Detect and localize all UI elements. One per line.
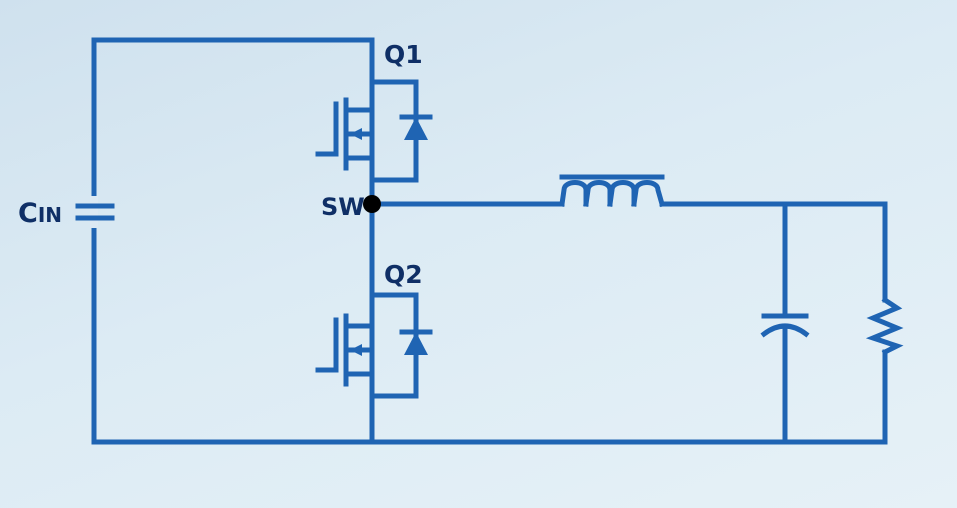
sw-label: SW	[321, 193, 365, 221]
cin-label: CIN	[18, 198, 62, 229]
output-inductor	[559, 174, 888, 208]
body-diode-q2	[369, 292, 433, 399]
load-resistor	[865, 201, 904, 445]
input-capacitor	[75, 196, 115, 228]
q1-label: Q1	[384, 40, 423, 69]
body-diode-q1	[369, 79, 433, 183]
mosfet-q2	[315, 292, 375, 445]
output-capacitor	[760, 201, 810, 445]
q2-label: Q2	[384, 260, 423, 289]
switch-node-dot	[363, 195, 381, 213]
wire-input-top	[91, 37, 375, 215]
wire-input-bottom	[91, 209, 888, 445]
mosfet-q1	[315, 97, 375, 183]
